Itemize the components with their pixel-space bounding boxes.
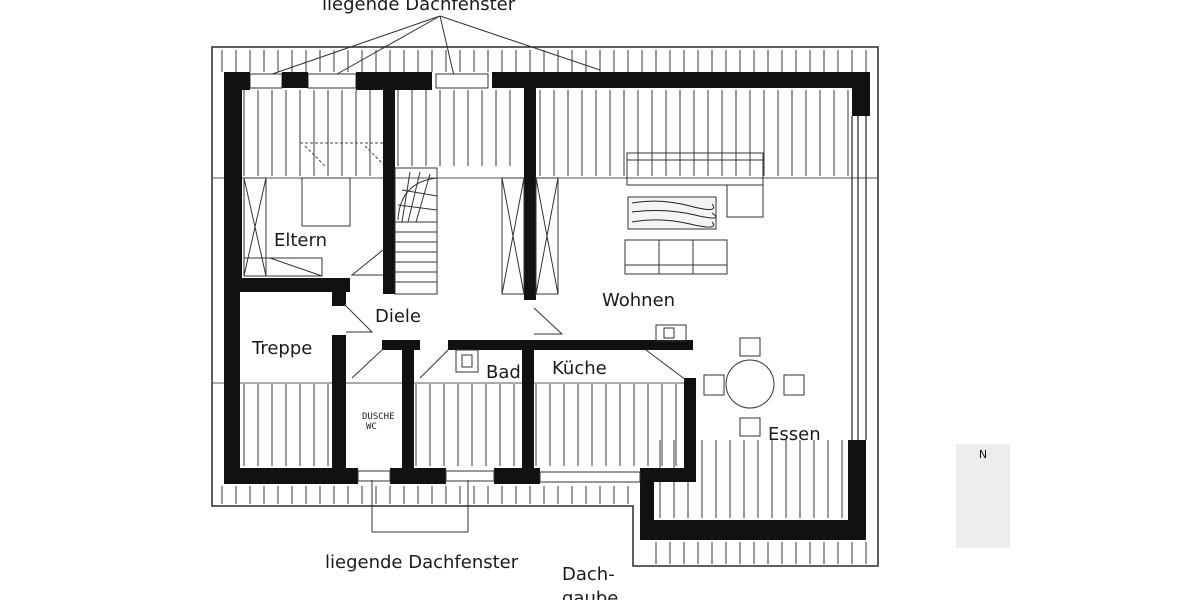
compass-box: N bbox=[956, 444, 1010, 548]
roof-rafters-top bbox=[221, 50, 867, 176]
roof-rafters-bottom bbox=[221, 384, 867, 564]
dormer-label-line2: gaube bbox=[562, 588, 619, 600]
room-label-eltern: Eltern bbox=[274, 230, 327, 251]
room-label-diele: Diele bbox=[375, 306, 422, 327]
bottom-window-caption: liegende Dachfenster bbox=[325, 552, 519, 573]
living-furniture bbox=[624, 152, 764, 342]
top-window-callouts bbox=[254, 15, 601, 81]
fixture-label-dusche: DUSCHE bbox=[362, 412, 395, 422]
bath-fixtures bbox=[455, 349, 479, 373]
room-label-bad: Bad bbox=[486, 362, 521, 383]
fixture-label-wc: WC bbox=[366, 422, 377, 432]
room-label-wohnen: Wohnen bbox=[602, 290, 676, 311]
walls bbox=[224, 72, 870, 540]
eltern-furniture bbox=[243, 177, 351, 277]
staircase bbox=[394, 167, 438, 295]
dormer-label-line1: Dach- bbox=[562, 564, 615, 585]
room-label-kueche: Küche bbox=[552, 358, 607, 379]
top-window-caption: liegende Dachfenster bbox=[322, 0, 516, 15]
compass-north-label: N bbox=[978, 448, 988, 461]
roof-windows-top bbox=[249, 73, 489, 89]
door-swings bbox=[345, 249, 687, 381]
room-label-essen: Essen bbox=[768, 424, 821, 445]
room-label-treppe: Treppe bbox=[252, 338, 313, 359]
diele-wardrobe bbox=[501, 177, 559, 295]
dining-set bbox=[703, 337, 805, 437]
roof-outline bbox=[211, 46, 879, 567]
roof-windows-bottom bbox=[357, 470, 641, 483]
right-wall-lines bbox=[851, 116, 867, 440]
